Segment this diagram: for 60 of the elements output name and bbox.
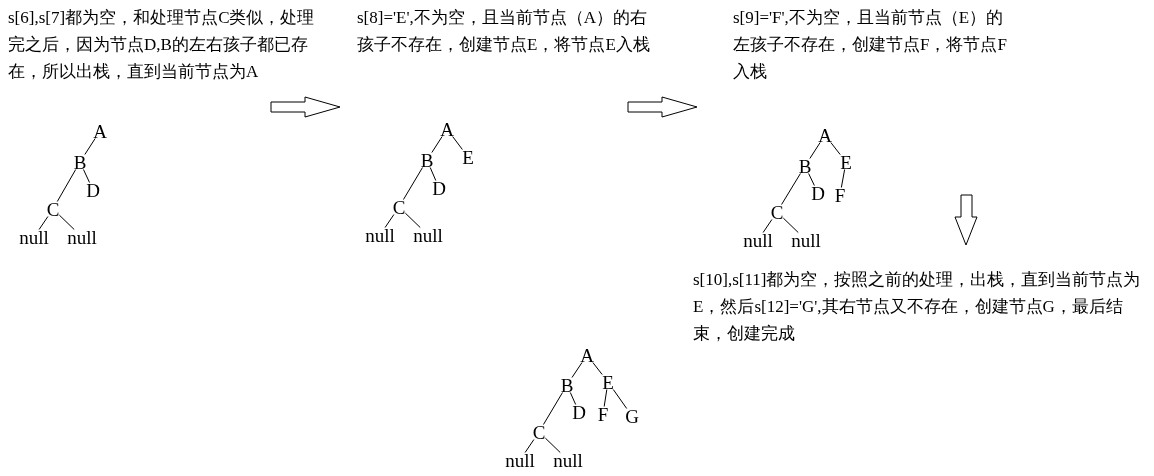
- tree-branch: [612, 389, 628, 409]
- tree-node-label: C: [46, 199, 60, 219]
- tree-branch: [431, 136, 443, 153]
- tree-node-label: F: [834, 185, 846, 205]
- tree-branch: [38, 216, 49, 230]
- tree-node-label: C: [392, 197, 406, 217]
- tree-branch: [58, 214, 75, 230]
- tree-node-label: null: [791, 230, 821, 250]
- tree-node-label: null: [19, 227, 49, 247]
- tree-branch: [808, 173, 815, 186]
- tree-node-label: C: [770, 202, 784, 222]
- description-text: s[9]='F',不为空，且当前节点（E）的左孩子不存在，创建节点F，将节点F入栈: [733, 7, 1008, 83]
- description-text: s[10],s[11]都为空，按照之前的处理，出栈，直到当前节点为E，然后s[12]='G',其右节点又不存在，创建节点G，最后结束，创建完成: [693, 269, 1142, 345]
- tree-node-label: D: [432, 178, 446, 198]
- tree-node-label: null: [743, 230, 773, 250]
- tree-branch: [524, 439, 535, 453]
- tree-branch: [830, 142, 841, 156]
- tree-node-label: D: [811, 183, 825, 203]
- tree-branch: [762, 219, 773, 233]
- tree-node-label: C: [532, 422, 546, 442]
- description-text: s[6],s[7]都为空，和处理节点C类似，处理完之后，因为节点D,B的左右孩子都已存在，所以出栈，直到当前节点为A: [8, 7, 316, 83]
- tree-node-label: F: [597, 404, 609, 424]
- tree-node-label: B: [560, 375, 574, 395]
- tree-node-label: null: [553, 450, 583, 470]
- tree-node-label: D: [572, 402, 586, 422]
- tree-branch: [429, 167, 437, 181]
- tree-node-label: A: [818, 125, 832, 145]
- tree-node-label: B: [798, 156, 812, 176]
- tree-branch: [56, 169, 77, 202]
- tree-node-label: B: [73, 152, 87, 172]
- tree-node-label: E: [602, 372, 614, 392]
- tree-branch: [452, 136, 463, 150]
- tree-branch: [542, 392, 564, 425]
- tree-node-label: E: [840, 152, 852, 172]
- tree-node-label: B: [420, 150, 434, 170]
- tree-node-label: null: [413, 225, 443, 245]
- tree-node-label: A: [580, 345, 594, 365]
- tree-branch: [569, 392, 577, 405]
- tree-branch: [781, 173, 801, 205]
- tree-node-label: A: [93, 121, 107, 141]
- tree-node-label: null: [365, 225, 395, 245]
- tree-node-label: A: [440, 119, 454, 139]
- tree-branch: [84, 138, 96, 155]
- tree-branch: [809, 142, 821, 159]
- tree-branch: [592, 362, 603, 376]
- tree-node-label: G: [625, 406, 639, 426]
- tree-branch: [404, 212, 421, 228]
- tree-node-label: null: [67, 227, 97, 247]
- tree-branch: [571, 362, 583, 378]
- tree-branch: [840, 169, 846, 188]
- tree-branch: [603, 389, 608, 407]
- tree-branch: [544, 437, 561, 453]
- tree-node-label: D: [86, 180, 100, 200]
- tree-branch: [83, 169, 90, 183]
- description-text: s[8]='E',不为空，且当前节点（A）的右孩子不存在，创建节点E，将节点E入栈: [357, 7, 651, 56]
- tree-branch: [402, 167, 424, 200]
- tree-node-label: E: [462, 147, 474, 167]
- tree-branch: [384, 214, 395, 228]
- tree-node-label: null: [505, 450, 535, 470]
- tree-branch: [782, 217, 799, 233]
